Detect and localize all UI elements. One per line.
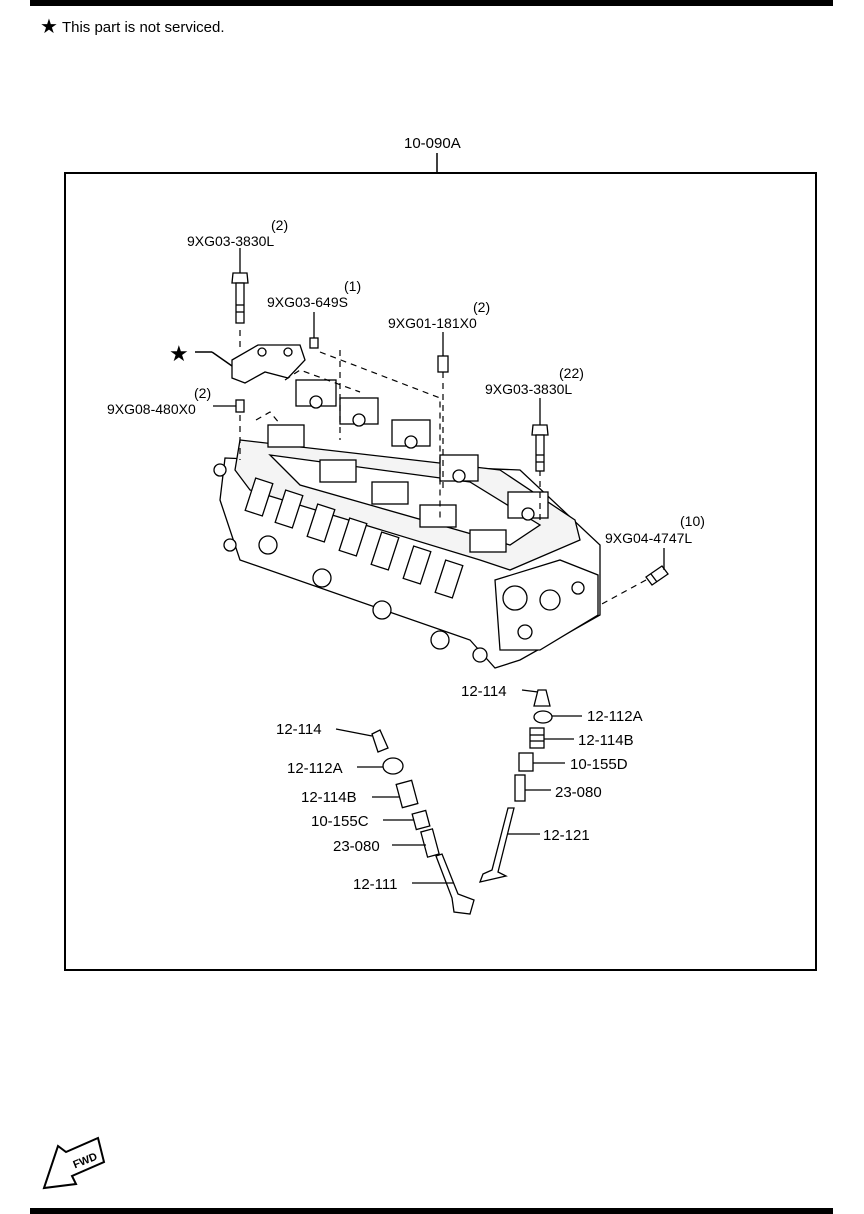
guide-right-part (514, 774, 526, 802)
valve-left-label: 12-111 (353, 876, 397, 893)
keeper-left-part (371, 729, 389, 753)
valve-stack-left (371, 729, 475, 915)
plug-part (309, 337, 319, 349)
stud-code: 9XG04-4747L (605, 530, 692, 546)
seal-right-part (518, 752, 534, 772)
keeper-right-label: 12-114 (461, 683, 507, 700)
dowel-left-part (235, 399, 245, 413)
seal-left-part (411, 809, 431, 831)
bottom-rule (30, 1208, 833, 1214)
valve-right-label: 12-121 (543, 827, 590, 844)
valve-left-part (435, 853, 475, 915)
spring-left-label: 12-114B (301, 789, 357, 806)
spring-right-part (529, 727, 545, 749)
bolt-left-code: 9XG03-3830L (187, 233, 274, 249)
star-icon: ★ (40, 16, 58, 38)
star-marker: ★ (169, 341, 189, 366)
alignment-lines (239, 330, 647, 606)
guide-left-part (420, 828, 440, 858)
plug-code: 9XG03-649S (267, 294, 348, 310)
assembly-label: 10-090A (404, 135, 461, 152)
bolt-main (531, 424, 549, 472)
dowel-left-code: 9XG08-480X0 (107, 401, 196, 417)
note-text: This part is not serviced. (61, 18, 225, 36)
bolt-left (231, 272, 249, 324)
retainer-left-part (382, 757, 404, 775)
cylinder-head-illustration (213, 379, 601, 669)
keeper-left-label: 12-114 (276, 721, 322, 738)
assembly-frame (64, 172, 817, 971)
bolt-left-qty: (2) (271, 217, 288, 233)
retainer-left-label: 12-112A (287, 760, 343, 777)
top-rule (30, 0, 833, 6)
dowel-center-code: 9XG01-181X0 (388, 315, 477, 331)
fwd-arrow-icon: FWD (42, 1136, 106, 1190)
seal-left-label: 10-155C (311, 813, 369, 830)
spring-right-label: 12-114B (578, 732, 634, 749)
spring-left-part (395, 779, 419, 809)
stud-qty: (10) (680, 513, 705, 529)
bolt-main-qty: (22) (559, 365, 584, 381)
retainer-right-label: 12-112A (587, 708, 643, 725)
valve-right-part (478, 807, 515, 883)
bracket-part (195, 344, 306, 384)
not-serviced-note: ★ This part is not serviced. (40, 17, 225, 37)
bolt-main-code: 9XG03-3830L (485, 381, 572, 397)
keeper-right-part (533, 689, 551, 707)
guide-right-label: 23-080 (555, 784, 602, 801)
seal-right-label: 10-155D (570, 756, 628, 773)
dowel-left-qty: (2) (194, 385, 211, 401)
guide-left-label: 23-080 (333, 838, 380, 855)
stud-part (645, 565, 669, 586)
plug-qty: (1) (344, 278, 361, 294)
dowel-center-part (437, 355, 449, 373)
valve-stack-right (478, 689, 553, 883)
dowel-center-qty: (2) (473, 299, 490, 315)
retainer-right-part (533, 710, 553, 724)
